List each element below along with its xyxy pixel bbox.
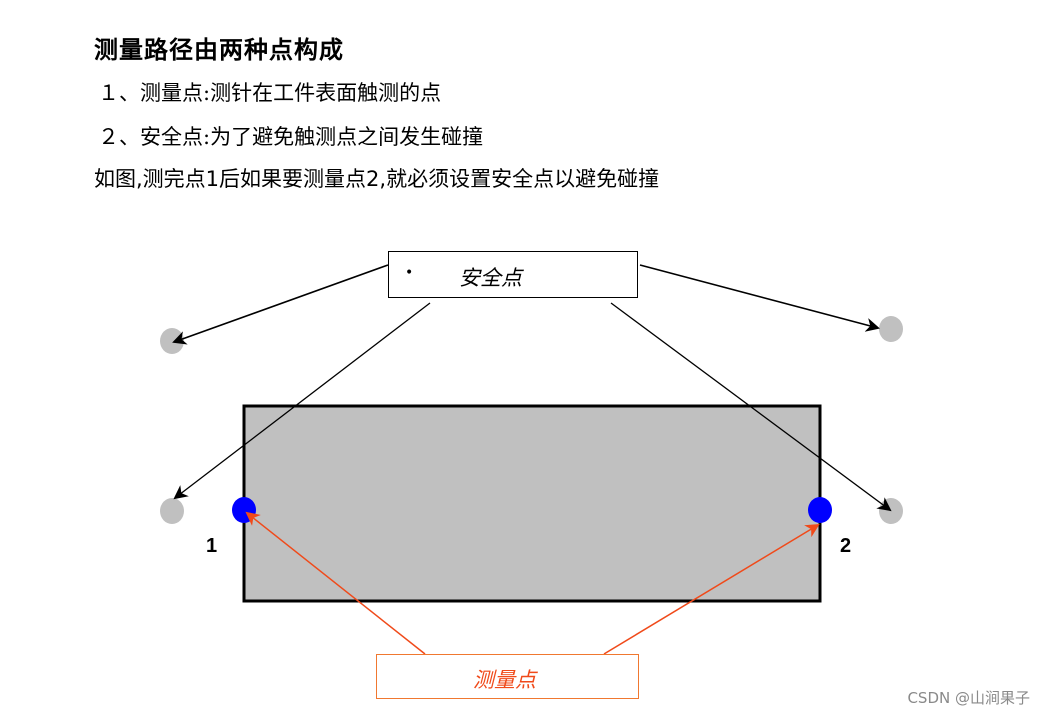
safe-point-label: 安全点 <box>459 266 522 290</box>
watermark: CSDN @山涧果子 <box>907 689 1030 707</box>
list-item-measure-point: １、测量点:测针在工件表面触测的点 <box>98 81 442 105</box>
safe-point-upper-left <box>160 328 184 354</box>
arrow-safe-upper-left <box>172 264 389 345</box>
point-label-1: 1 <box>206 535 218 557</box>
document-title: 测量路径由两种点构成 <box>94 36 344 64</box>
safe-point-upper-right <box>879 316 903 342</box>
safe-point-lower-right <box>879 498 903 524</box>
bullet-icon: • <box>405 265 414 281</box>
measure-point-label: 测量点 <box>473 668 536 692</box>
measure-point-callout: 测量点 <box>376 654 639 699</box>
arrow-safe-lower-left <box>173 302 431 500</box>
measure-point-2 <box>808 497 832 523</box>
point-label-2: 2 <box>840 535 852 557</box>
arrow-safe-lower-right <box>610 302 892 512</box>
measure-point-1 <box>232 497 256 523</box>
arrow-measure-2 <box>603 523 820 655</box>
safe-point-callout: • 安全点 <box>388 251 638 298</box>
arrow-measure-1 <box>245 511 426 655</box>
explanation-text: 如图,测完点1后如果要测量点2,就必须设置安全点以避免碰撞 <box>94 167 660 191</box>
list-item-safe-point: ２、安全点:为了避免触测点之间发生碰撞 <box>98 125 484 149</box>
arrow-safe-upper-right <box>639 264 880 332</box>
workpiece-rect <box>242 404 822 603</box>
safe-point-lower-left <box>160 498 184 524</box>
